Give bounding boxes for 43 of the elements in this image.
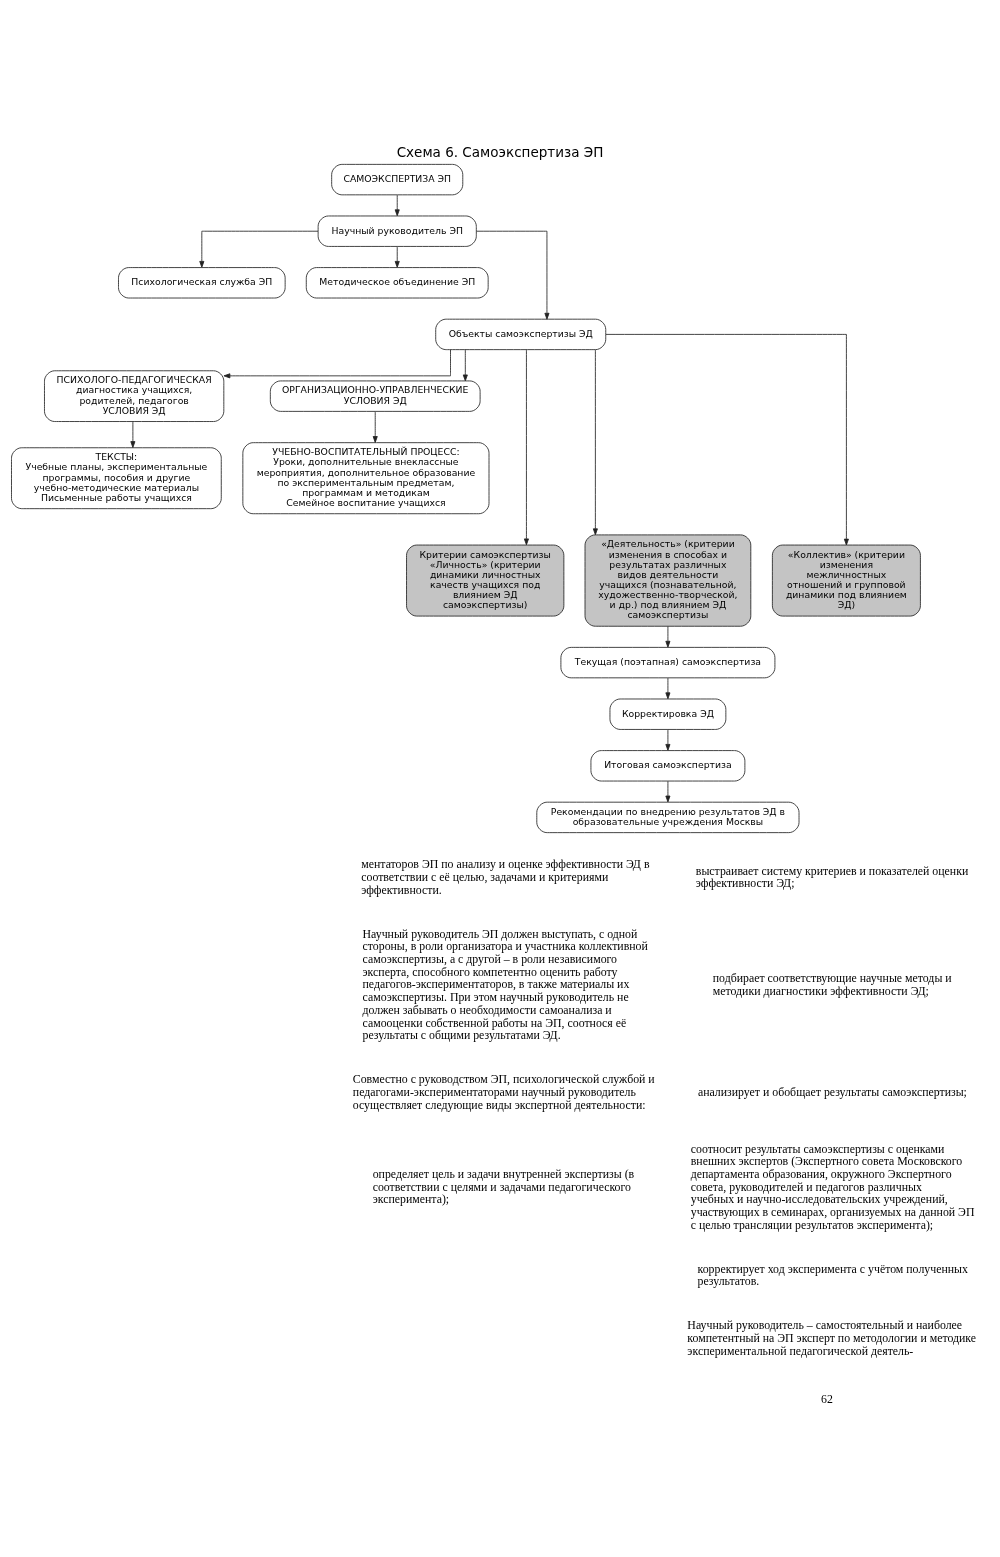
node-box: Научный руководитель ЭП xyxy=(317,215,477,247)
node-box: Объекты самоэкспертизы ЭД xyxy=(435,318,607,351)
node-box: Текущая (поэтапная) самоэкспертиза xyxy=(560,646,776,679)
node-box: «Коллектив» (критерии изменения межличностных отношений и групповой динамики под влиянием ЭД) xyxy=(771,544,921,617)
arrow xyxy=(665,729,671,751)
arrow xyxy=(592,349,598,536)
label: Научный руководитель ЭП должен выступать, с одной стороны, в роли организатора и участника коллективной самоэкспертизы, а с другой – в роли независимого эксперта, способного компетентно оценить работу педагогов-экспериментаторов, в также материалы их самоэкспертизы. При этом научный руководитель не должен забывать о необходимости самоанализа и самооценки собственной работы на ЭП, соотнося её результаты с общими результатами ЭД. xyxy=(362,926,648,1043)
label: Совместно с руководством ЭП, психологической службой и педагогами-экспериментаторами научный руководитель осуществляет следующие виды экспертной деятельности: xyxy=(352,1072,655,1112)
arrow xyxy=(223,349,451,379)
label: подбирает соответствующие научные методы и методики диагностики эффективности ЭД; xyxy=(712,971,952,998)
node-box: Критерии самоэкспертизы «Личность» (критерии динамики личностных качеств учащихся под влиянием ЭД самоэкспертизы) xyxy=(406,544,565,617)
label: Научный руководитель – самостоятельный и наиболее компетентный на ЭП эксперт по методологии и методике экспериментальной педагогической деятель- xyxy=(687,1318,977,1358)
diagram-title: Схема 6. Самоэкспертиза ЭП xyxy=(396,143,604,160)
label: определяет цель и задачи внутренней экспертизы (в соответствии с целями и задачами педагогического эксперимента); xyxy=(372,1166,635,1207)
node-box: Психологическая служба ЭП xyxy=(118,267,286,299)
node-box: ТЕКСТЫ: Учебные планы, экспериментальные программы, пособия и другие учебно-методические материалы Письменные работы учащихся xyxy=(11,447,222,510)
arrow xyxy=(394,246,400,268)
label: соотносит результаты самоэкспертизы с оценками внешних экспертов (Экспертного совета Московского департамента образования, окружного Экспертного совета, руководителей и педагогов различных учебных и научно-исследовательских учреждений, участвующих в семинарах, организуемых на данной ЭП с целью трансляции результатов эксперимента); xyxy=(690,1141,975,1232)
label: 62 xyxy=(821,1391,833,1406)
label: корректирует ход эксперимента с учётом полученных результатов. xyxy=(697,1261,968,1289)
arrow xyxy=(394,194,400,217)
node-box: ПСИХОЛОГО-ПЕДАГОГИЧЕСКАЯ диагностика учащихся, родителей, педагогов УСЛОВИЯ ЭД xyxy=(44,370,225,422)
label: анализирует и обобщает результаты самоэкспертизы; xyxy=(697,1084,967,1099)
node-box: САМОЭКСПЕРТИЗА ЭП xyxy=(331,163,464,196)
arrow xyxy=(605,333,849,546)
arrow xyxy=(476,230,550,320)
node-box: Итоговая самоэкспертиза xyxy=(590,750,746,782)
node-box: ОРГАНИЗАЦИОННО-УПРАВЛЕНЧЕСКИЕ УСЛОВИЯ ЭД xyxy=(269,380,481,412)
node-box: УЧЕБНО-ВОСПИТАТЕЛЬНЫЙ ПРОЦЕСС: Уроки, дополнительные внеклассные мероприятия, дополнительное образование по экспериментальным предметам, программам и методикам Семейное воспитание учащихся xyxy=(242,442,490,515)
arrow xyxy=(523,349,529,546)
node-box: Методическое объединение ЭП xyxy=(305,267,489,299)
node-box: «Деятельность» (критерии изменения в способах и результатах различных видов деятельности учащихся (познавательной, художественно-творческой, и др.) под влиянием ЭД самоэкспертизы xyxy=(584,534,752,627)
node-box: Корректировка ЭД xyxy=(609,698,727,730)
label: выстраивает систему критериев и показателей оценки эффективности ЭД; xyxy=(695,863,969,891)
arrow xyxy=(462,349,468,382)
arrow xyxy=(665,780,671,803)
arrow xyxy=(665,677,671,700)
arrow xyxy=(665,625,671,648)
arrow xyxy=(372,411,378,443)
arrow xyxy=(130,421,136,448)
node-box: Рекомендации по внедрению результатов ЭД в образовательные учреждения Москвы xyxy=(536,801,800,834)
label: ментаторов ЭП по анализу и оценке эффективности ЭД в соответствии с её целью, задачами и критериями эффективности. xyxy=(361,857,650,897)
arrow xyxy=(199,230,319,268)
